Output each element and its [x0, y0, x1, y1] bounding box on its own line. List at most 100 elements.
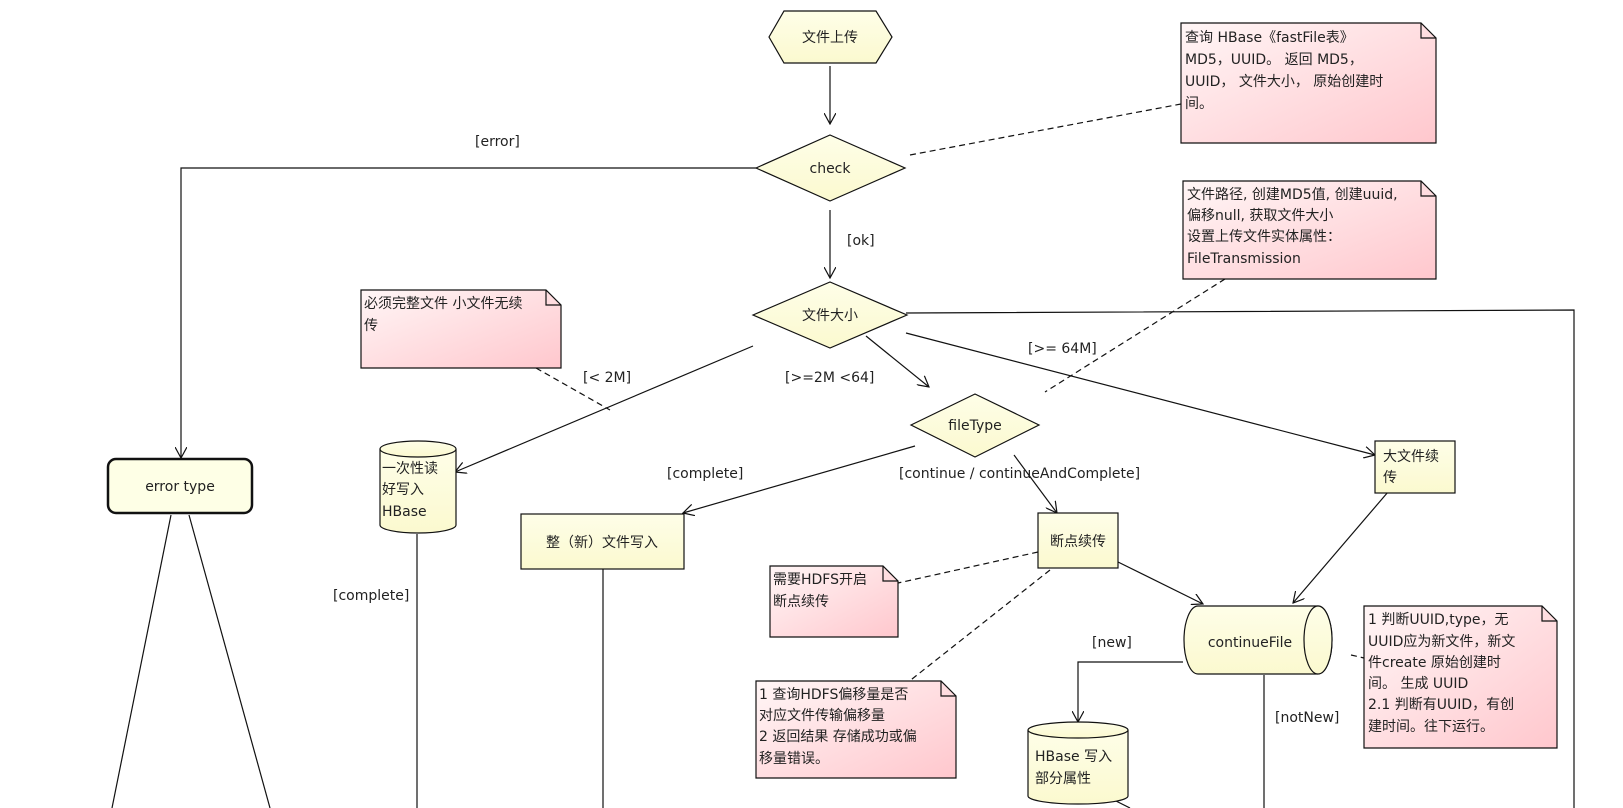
- node-big-file-line-2: 传: [1383, 470, 1397, 486]
- node-one-time-read: 一次性读 好写入 HBase: [379, 440, 457, 534]
- note-file-path-line-3: 设置上传文件实体属性：: [1187, 229, 1341, 245]
- node-upload-label: 文件上传: [802, 30, 858, 46]
- note-fold: [1420, 181, 1436, 197]
- note-fold: [940, 681, 956, 697]
- note-file-path: 文件路径, 创建MD5值, 创建uuid, 偏移null, 获取文件大小 设置上…: [1182, 180, 1437, 280]
- note-shape: [769, 565, 899, 638]
- note-hdfs-resume: 需要HDFS开启 断点续传: [769, 565, 899, 638]
- edge-size-right: [905, 309, 1575, 808]
- node-upload: 文件上传: [768, 10, 893, 64]
- note-small-file-line-2: 传: [364, 318, 378, 334]
- note-fold: [882, 566, 898, 582]
- edge-type-whole: [683, 445, 916, 513]
- note-shape: [1363, 605, 1558, 749]
- edge-continue-hbase: [1078, 661, 1183, 722]
- label-complete-type: [complete]: [667, 466, 743, 482]
- note-uuid-judge-line-5: 2.1 判断有UUID，有创: [1368, 697, 1514, 713]
- hexagon-shape: [768, 10, 893, 64]
- decision-shape: [751, 281, 909, 349]
- datastore-body: [1027, 730, 1129, 805]
- note-fold: [545, 290, 561, 306]
- node-big-file: 大文件续 传: [1374, 440, 1456, 494]
- note-small-file: 必须完整文件 小文件无续 传: [360, 289, 562, 369]
- label-not-new: [notNew]: [1275, 710, 1339, 726]
- note-hdfs-offset-line-2: 对应文件传输偏移量: [759, 707, 885, 724]
- action-shape: [1374, 440, 1456, 494]
- note-hdfs-offset-line-1: 1 查询HDFS偏移量是否: [759, 687, 908, 703]
- node-file-type-label: fileType: [948, 418, 1001, 434]
- decision-shape: [754, 134, 907, 202]
- note-small-file-line-1: 必须完整文件 小文件无续: [364, 295, 522, 312]
- note-hdfs-resume-line-2: 断点续传: [773, 593, 829, 610]
- datastore-horizontal-end: [1303, 605, 1333, 675]
- note-uuid-judge-line-1: 1 判断UUID,type，无: [1368, 612, 1509, 628]
- edge-labels: [error] [ok] [< 2M] [>=2M <64] [>= 64M] …: [333, 134, 1339, 726]
- note-file-path-line-1: 文件路径, 创建MD5值, 创建uuid,: [1187, 187, 1398, 203]
- edge-check-error: [181, 167, 756, 458]
- label-continue: [continue / continueAndComplete]: [899, 466, 1140, 482]
- note-uuid-judge-line-3: 件create 原始创建时: [1368, 655, 1501, 671]
- edge-size-big: [905, 332, 1375, 455]
- node-one-time-read-line-1: 一次性读: [382, 460, 438, 477]
- node-file-type: fileType: [909, 393, 1041, 458]
- connector-hdfs-resume: [897, 551, 1039, 584]
- connector-hdfs-offset: [906, 569, 1051, 684]
- connector-uuid-judge: [1350, 654, 1365, 659]
- node-file-size-label: 文件大小: [802, 308, 858, 324]
- note-shape: [1182, 180, 1437, 280]
- edge-size-type: [865, 335, 929, 387]
- label-lt-2m: [< 2M]: [583, 370, 631, 386]
- node-check-label: check: [810, 161, 852, 177]
- node-check: check: [754, 134, 907, 202]
- label-complete-left: [complete]: [333, 588, 409, 604]
- note-shape: [1180, 22, 1437, 144]
- action-shape: [520, 513, 685, 570]
- node-hbase-partial: HBase 写入 部分属性: [1027, 721, 1129, 805]
- note-hbase-query-line-2: MD5，UUID。 返回 MD5，: [1185, 52, 1363, 68]
- label-mid: [>=2M <64]: [785, 370, 874, 386]
- note-hdfs-resume-line-1: 需要HDFS开启: [773, 572, 867, 588]
- label-error: [error]: [475, 134, 520, 150]
- node-one-time-read-line-3: HBase: [382, 504, 427, 520]
- node-resume-label: 断点续传: [1050, 533, 1106, 550]
- edge-error-right: [188, 514, 271, 808]
- node-error-type: error type: [106, 457, 254, 515]
- label-ge-64m: [>= 64M]: [1028, 341, 1097, 357]
- edge-type-resume: [1013, 454, 1057, 513]
- edge-error-left: [111, 514, 172, 808]
- datastore-body: [379, 449, 457, 534]
- note-hdfs-offset-line-3: 2 返回结果 存储成功或偏: [759, 729, 917, 745]
- edge-size-small: [455, 345, 754, 472]
- node-big-file-line-1: 大文件续: [1383, 448, 1439, 465]
- note-shape: [755, 680, 957, 779]
- note-fold: [1420, 23, 1436, 39]
- label-ok: [ok]: [847, 233, 875, 249]
- connector-file-path: [1044, 278, 1226, 393]
- node-error-type-label: error type: [145, 479, 215, 495]
- action-shape: [1037, 512, 1119, 569]
- note-uuid-judge: 1 判断UUID,type，无 UUID应为新文件，新文 件create 原始创…: [1363, 605, 1558, 749]
- note-connectors: [535, 103, 1365, 684]
- node-file-size: 文件大小: [751, 281, 909, 349]
- edge-big-continue: [1293, 491, 1389, 603]
- note-hbase-query-line-1: 查询 HBase《fastFile表》: [1185, 30, 1354, 46]
- edges: [111, 66, 1575, 808]
- node-hbase-partial-line-2: 部分属性: [1035, 771, 1091, 787]
- node-continue-file: continueFile: [1183, 605, 1333, 675]
- datastore-top: [379, 440, 457, 458]
- note-hbase-query-line-4: 间。: [1185, 96, 1213, 112]
- note-shape: [360, 289, 562, 369]
- datastore-top: [1027, 721, 1129, 739]
- note-hdfs-offset: 1 查询HDFS偏移量是否 对应文件传输偏移量 2 返回结果 存储成功或偏 移量…: [755, 680, 957, 779]
- note-uuid-judge-line-4: 间。 生成 UUID: [1368, 676, 1468, 692]
- label-new: [new]: [1092, 635, 1132, 651]
- connector-hbase-query: [909, 103, 1182, 156]
- note-uuid-judge-line-2: UUID应为新文件，新文: [1368, 633, 1515, 650]
- decision-shape: [909, 393, 1041, 458]
- edge-resume-continue: [1115, 560, 1203, 604]
- node-one-time-read-line-2: 好写入: [382, 482, 424, 498]
- note-file-path-line-2: 偏移null, 获取文件大小: [1187, 208, 1333, 224]
- node-hbase-partial-line-1: HBase 写入: [1035, 749, 1112, 765]
- connector-small-file: [535, 367, 611, 411]
- final-node-shape: [106, 457, 254, 515]
